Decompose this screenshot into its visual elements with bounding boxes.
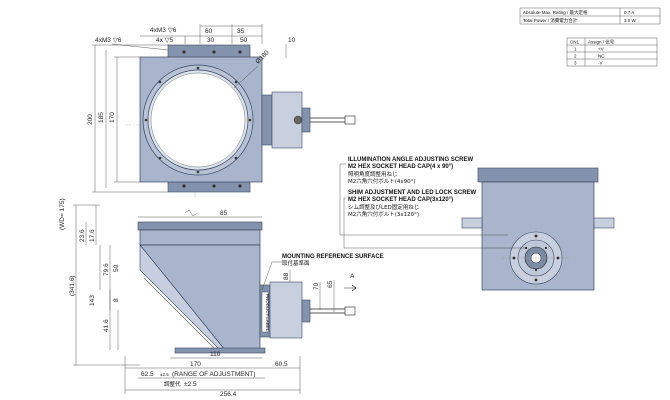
range-label-jp: 調整代: [164, 380, 181, 388]
spec-row-1-value: 0.7 A: [624, 10, 634, 15]
callout2-line2: M2 HEX SOCKET HEAD CAP(3x120°): [348, 197, 453, 203]
dim-200: 200: [87, 114, 94, 125]
callout1-jp2: M2六角穴付ボルト(4x90°): [348, 177, 416, 185]
dim-110: 110: [210, 351, 221, 358]
dim-23-6: 23.6: [79, 229, 86, 242]
callout2-jp1: シム調整及びLED固定用ねじ: [348, 203, 419, 211]
pin-row-2-sig: NC: [598, 54, 605, 59]
callout1-line1: ILLUMINATION ANGLE ADJUSTING SCREW: [348, 157, 473, 163]
pin-header-cn1: CN1: [570, 40, 579, 45]
dim-30: 30: [207, 37, 215, 44]
top-view: 4xM3 ▽6 60 35 30 50 4x ▽5 4xM3 ▽6 10 Ø18…: [87, 24, 356, 200]
dim-85: 85: [220, 210, 228, 217]
dim-60-5: 60.5: [275, 361, 288, 368]
dim-256-4: 256.4: [220, 391, 237, 398]
arrow-a-label: A: [350, 273, 355, 280]
dim-4xm3-left: 4xM3 ▽6: [95, 37, 122, 44]
spec-row-1-label: Absolute Max. Rating / 最大定格: [523, 9, 588, 16]
end-view: ILLUMINATION ANGLE ADJUSTING SCREW M2 HE…: [339, 157, 615, 292]
dim-4xm3: 4xM3 ▽6: [150, 27, 177, 34]
dim-10: 10: [288, 37, 296, 44]
callout2-line1: SHIM ADJUSTMENT AND LED LOCK SCREW: [348, 190, 477, 196]
dim-phi180: Ø180: [254, 49, 270, 65]
dim-185: 185: [98, 112, 105, 123]
callout1-line2: M2 HEX SOCKET HEAD CAP(4 x 90°): [348, 164, 453, 170]
pin-table: CN1 Assign / 信号 1 +V 2 NC 3 -V: [566, 37, 658, 67]
dim-50-side: 50: [113, 264, 120, 272]
pin-row-3-num: 3: [574, 61, 577, 66]
dim-65: 65: [327, 280, 334, 288]
end-top-plate: [477, 167, 599, 183]
callout2-jp2: M2六角穴付ボルト(3x120°): [348, 210, 419, 218]
pin-header-assign: Assign / 信号: [588, 39, 615, 46]
led-housing-side: [269, 281, 303, 339]
spec-row-2-label: Total Power / 消費電力合計: [523, 17, 578, 24]
side-top-plate: [137, 221, 263, 231]
dim-17-6: 17.6: [89, 229, 96, 242]
dim-70: 70: [313, 282, 320, 290]
lens-aperture: [150, 72, 246, 168]
dim-60: 60: [205, 28, 213, 35]
mounting-ref-label: MOUNTING REFERENCE SURFACE: [282, 254, 384, 260]
pin-row-2-num: 2: [574, 54, 577, 59]
dim-79-6: 79.6: [103, 263, 110, 276]
dim-50: 50: [240, 37, 248, 44]
top-connector-icon: [344, 115, 356, 125]
arrow-a-icon: [344, 284, 357, 292]
mounting-ref-label-jp: 取付基準面: [282, 259, 310, 267]
pin-row-1-sig: +V: [598, 47, 604, 52]
dim-143: 143: [89, 295, 96, 306]
side-connector-icon: [344, 306, 356, 316]
pin-row-1-num: 1: [574, 47, 577, 52]
pin-row-3-sig: -V: [598, 61, 603, 66]
dim-4x5: 4x ▽5: [156, 37, 174, 44]
dim-88: 88: [283, 272, 290, 280]
callout1-jp1: 照明角度調整用ねじ: [348, 170, 398, 178]
product-label-tag: PRODUCT LABEL: [265, 294, 270, 332]
dim-8: 8: [113, 298, 120, 302]
spec-table: Absolute Max. Rating / 最大定格 0.7 A Total …: [519, 7, 661, 25]
range-label: (RANGE OF ADJUSTMENT): [172, 371, 255, 378]
range-tol-jp: ±2.5: [184, 381, 197, 388]
dim-wd: (WD= 175): [59, 198, 66, 230]
dim-62-5: 62.5: [141, 371, 154, 378]
dim-35: 35: [237, 28, 245, 35]
spec-row-2-value: 3.0 W: [624, 18, 637, 23]
dim-41-6: 41.6: [103, 319, 110, 332]
dim-62-5-tol: ±2.5: [160, 372, 169, 377]
dim-170-side: 170: [190, 361, 201, 368]
dim-170: 170: [109, 112, 116, 123]
side-view: PRODUCT LABEL 85 (WD= 175) 23.6 17.6 79.…: [59, 198, 384, 398]
dim-341-6: (341.6): [69, 275, 76, 296]
